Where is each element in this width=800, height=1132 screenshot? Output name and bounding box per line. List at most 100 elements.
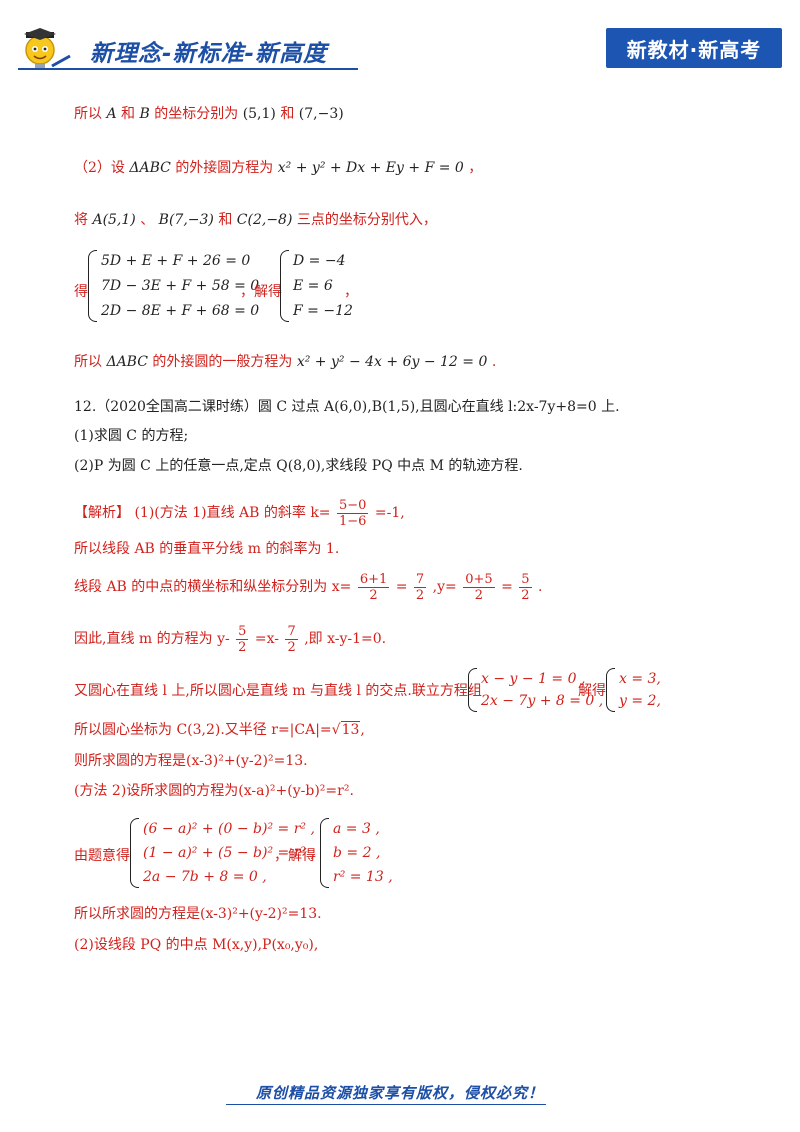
numerator: 0+5 xyxy=(463,571,495,588)
equation: 7D − 3E + F + 58 = 0 xyxy=(101,278,260,294)
text: . xyxy=(538,579,543,595)
solution-line-6: 所以圆心坐标为 C(3,2).又半径 r=|CA|=√13, xyxy=(74,721,365,738)
brace xyxy=(606,668,615,712)
text: 所以 xyxy=(74,106,102,122)
solution-tag: 【解析】 xyxy=(74,505,130,521)
answer-line-4-label: 得 xyxy=(74,284,88,300)
equation: 5D + E + F + 26 = 0 xyxy=(101,253,251,269)
equation: r² = 13 , xyxy=(333,869,393,885)
text: ,即 x-y-1=0. xyxy=(304,631,387,647)
question-12-part-2: (2)P 为圆 C 上的任意一点,定点 Q(8,0),求线段 PQ 中点 M 的… xyxy=(74,458,523,474)
equation-system-6: a = 3 , b = 2 , r² = 13 , xyxy=(320,818,393,888)
text: 和 xyxy=(218,212,233,228)
header-badge: 新教材·新高考 xyxy=(606,28,782,68)
denominator: 2 xyxy=(415,587,425,603)
sqrt-radicand: 13 xyxy=(340,721,361,738)
answer-line-2: （2）设 ΔABC 的外接圆方程为 x² + y² + Dx + Ey + F … xyxy=(74,158,482,178)
numerator: 6+1 xyxy=(357,571,390,588)
question-12-stem: 12.（2020全国高二课时练）圆 C 过点 A(6,0),B(1,5),且圆心… xyxy=(74,399,620,415)
equation: x − y − 1 = 0 , xyxy=(481,671,586,687)
point-b: B xyxy=(139,106,150,122)
equation: F = −12 xyxy=(293,303,353,319)
copyright-footer: 原创精品资源独家享有版权，侵权必究！ xyxy=(255,1084,544,1102)
solution-line-8: (方法 2)设所求圆的方程为(x-a)²+(y-b)²=r². xyxy=(74,783,354,799)
general-equation: x² + y² − 4x + 6y − 12 = 0 xyxy=(296,354,488,370)
denominator: 2 xyxy=(369,587,378,603)
point-c: C(2,−8) xyxy=(236,212,293,228)
equation: x = 3, xyxy=(619,671,661,687)
brace xyxy=(320,818,329,888)
point-a: A xyxy=(106,106,117,122)
point-b: B(7,−3) xyxy=(158,212,214,228)
answer-line-1: 所以 A 和 B 的坐标分别为 (5,1) 和 (7,−3) xyxy=(74,104,344,124)
text: ,y= xyxy=(432,579,457,595)
text: =-1, xyxy=(374,505,405,521)
solution-line-9-label: 由题意得 xyxy=(74,848,130,864)
text: 的外接圆方程为 xyxy=(175,160,274,176)
equation: 2a − 7b + 8 = 0 , xyxy=(143,869,267,885)
equation: (6 − a)² + (0 − b)² = r² , xyxy=(143,821,315,837)
brace xyxy=(280,250,289,322)
text: ， xyxy=(468,160,483,176)
text: 和 xyxy=(280,106,295,122)
equation: 2D − 8E + F + 68 = 0 xyxy=(101,303,260,319)
lightbulb-mascot-icon xyxy=(24,28,71,70)
text: 线段 AB 的中点的横坐标和纵坐标分别为 x= xyxy=(74,579,352,595)
numerator: 7 xyxy=(413,571,427,588)
denominator: 2 xyxy=(238,639,247,655)
equation: b = 2 , xyxy=(333,845,381,861)
equation: D = −4 xyxy=(293,253,346,269)
header-slogan: 新理念-新标准-新高度 xyxy=(90,41,328,67)
denominator: 2 xyxy=(521,587,530,603)
question-12-part-1: (1)求圆 C 的方程; xyxy=(74,428,189,444)
numerator: 5 xyxy=(519,571,532,588)
solution-line-2: 所以线段 AB 的垂直平分线 m 的斜率为 1. xyxy=(74,541,340,557)
solve-label: ，解得 xyxy=(240,284,282,300)
equation: (1 − a)² + (5 − b)² = r² , xyxy=(143,845,315,861)
coord-a: (5,1) xyxy=(242,106,276,122)
equation: 2x − 7y + 8 = 0 , xyxy=(481,693,604,709)
brace xyxy=(130,818,139,888)
slogan-underline xyxy=(18,28,358,70)
solve-label: ，解得 xyxy=(274,848,316,864)
numerator: 7 xyxy=(285,623,298,640)
text: 的外接圆的一般方程为 xyxy=(152,354,293,370)
text: （2）设 xyxy=(74,160,125,176)
equation: a = 3 , xyxy=(333,821,380,837)
text: 因此,直线 m 的方程为 y- xyxy=(74,631,230,647)
brace xyxy=(88,250,97,322)
point-a: A(5,1) xyxy=(92,212,136,228)
text: ， xyxy=(344,284,358,300)
triangle-label: ΔABC xyxy=(106,354,148,370)
equation-system-5: (6 − a)² + (0 − b)² = r² , (1 − a)² + (5… xyxy=(130,818,315,888)
numerator: 5−0 xyxy=(336,497,369,514)
text: 和 xyxy=(121,106,136,122)
text: . xyxy=(491,354,497,370)
text: (1)(方法 1)直线 AB 的斜率 k= xyxy=(134,505,331,521)
text: = xyxy=(501,579,513,595)
text: 的坐标分别为 xyxy=(154,106,239,122)
coord-b: (7,−3) xyxy=(298,106,344,122)
text: 、 xyxy=(140,212,155,228)
solution-line-11: (2)设线段 PQ 的中点 M(x,y),P(x₀,y₀), xyxy=(74,937,319,953)
page-header: 新理念-新标准-新高度 新教材·新高考 xyxy=(0,0,800,90)
text: =x- xyxy=(254,631,280,647)
numerator: 5 xyxy=(236,623,249,640)
answer-line-5: 所以 ΔABC 的外接圆的一般方程为 x² + y² − 4x + 6y − 1… xyxy=(74,352,496,372)
text: , xyxy=(360,722,365,738)
circle-equation: x² + y² + Dx + Ey + F = 0 xyxy=(277,160,464,176)
text: 三点的坐标分别代入， xyxy=(296,212,437,228)
text: = xyxy=(395,579,408,595)
equation: y = 2, xyxy=(619,693,661,709)
brace xyxy=(468,668,477,712)
solution-line-7: 则所求圆的方程是(x-3)²+(y-2)²=13. xyxy=(74,753,308,769)
text: 所以 xyxy=(74,354,102,370)
